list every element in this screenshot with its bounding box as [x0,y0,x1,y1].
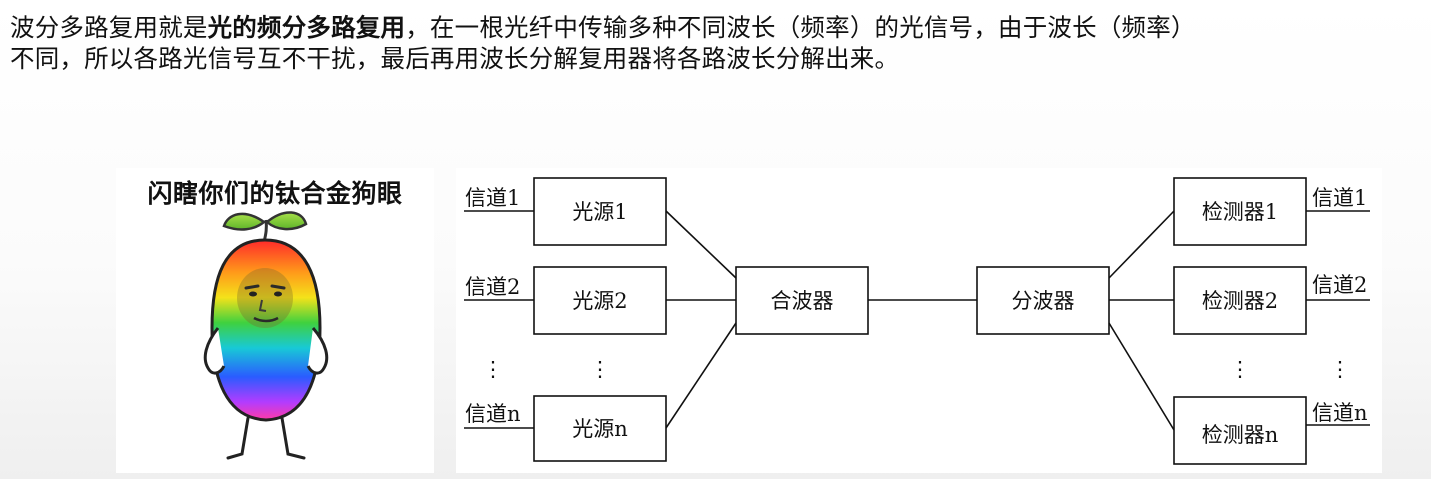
detector-2-box [1173,266,1307,335]
source-1-label: 光源1 [572,200,627,224]
input-channel-1-label: 信道1 [465,186,520,210]
combiner-label: 合波器 [771,289,834,313]
splitter-label: 分波器 [1012,289,1075,313]
paragraph-line1-start: 波分多路复用就是 [10,13,208,42]
source-2-label: 光源2 [572,289,627,313]
detector-2-label: 检测器2 [1202,289,1278,313]
meme-image: 闪瞎你们的钛合金狗眼 [116,168,434,473]
wdm-diagram: 信道1 信道2 信道n 光源1 光源2 光源n 合波器 分波器 检测器1 检测器… [456,168,1382,473]
wdm-diagram-svg: 信道1 信道2 信道n 光源1 光源2 光源n 合波器 分波器 检测器1 检测器… [464,177,1370,465]
link-source-1-combiner [665,210,737,279]
input-channel-n-label: 信道n [465,402,521,426]
source-n-box [533,395,667,462]
meme-caption: 闪瞎你们的钛合金狗眼 [147,179,403,208]
paragraph-line1-end: ，在一根光纤中传输多种不同波长（频率）的光信号，由于波长（频率） [405,13,1196,42]
link-source-n-combiner [665,322,737,429]
detector-1-box [1173,177,1307,246]
intro-paragraph: 波分多路复用就是光的频分多路复用，在一根光纤中传输多种不同波长（频率）的光信号，… [10,12,1428,74]
source-1-box [533,177,667,246]
input-channel-2-label: 信道2 [465,275,520,299]
output-channel-n-label: 信道n [1312,401,1368,425]
link-splitter-detector-n [1108,322,1175,431]
detector-1-label: 检测器1 [1202,200,1278,224]
input-ellipsis: ⋮ [483,357,504,381]
source-n-label: 光源n [572,417,628,441]
combiner-box [735,266,869,335]
rainbow-bean-illustration [203,211,329,460]
detector-n-label: 检测器n [1202,423,1279,447]
link-splitter-detector-1 [1108,210,1175,279]
output-channel-1-label: 信道1 [1312,186,1367,210]
detector-ellipsis: ⋮ [1230,357,1251,381]
detector-n-box [1173,396,1307,465]
output-channel-2-label: 信道2 [1312,273,1367,297]
paragraph-emphasis: 光的频分多路复用 [207,13,406,42]
paragraph-line2: 不同，所以各路光信号互不干扰，最后再用波长分解复用器将各路波长分解出来。 [10,44,900,73]
output-ellipsis: ⋮ [1330,357,1351,381]
source-ellipsis: ⋮ [590,357,611,381]
